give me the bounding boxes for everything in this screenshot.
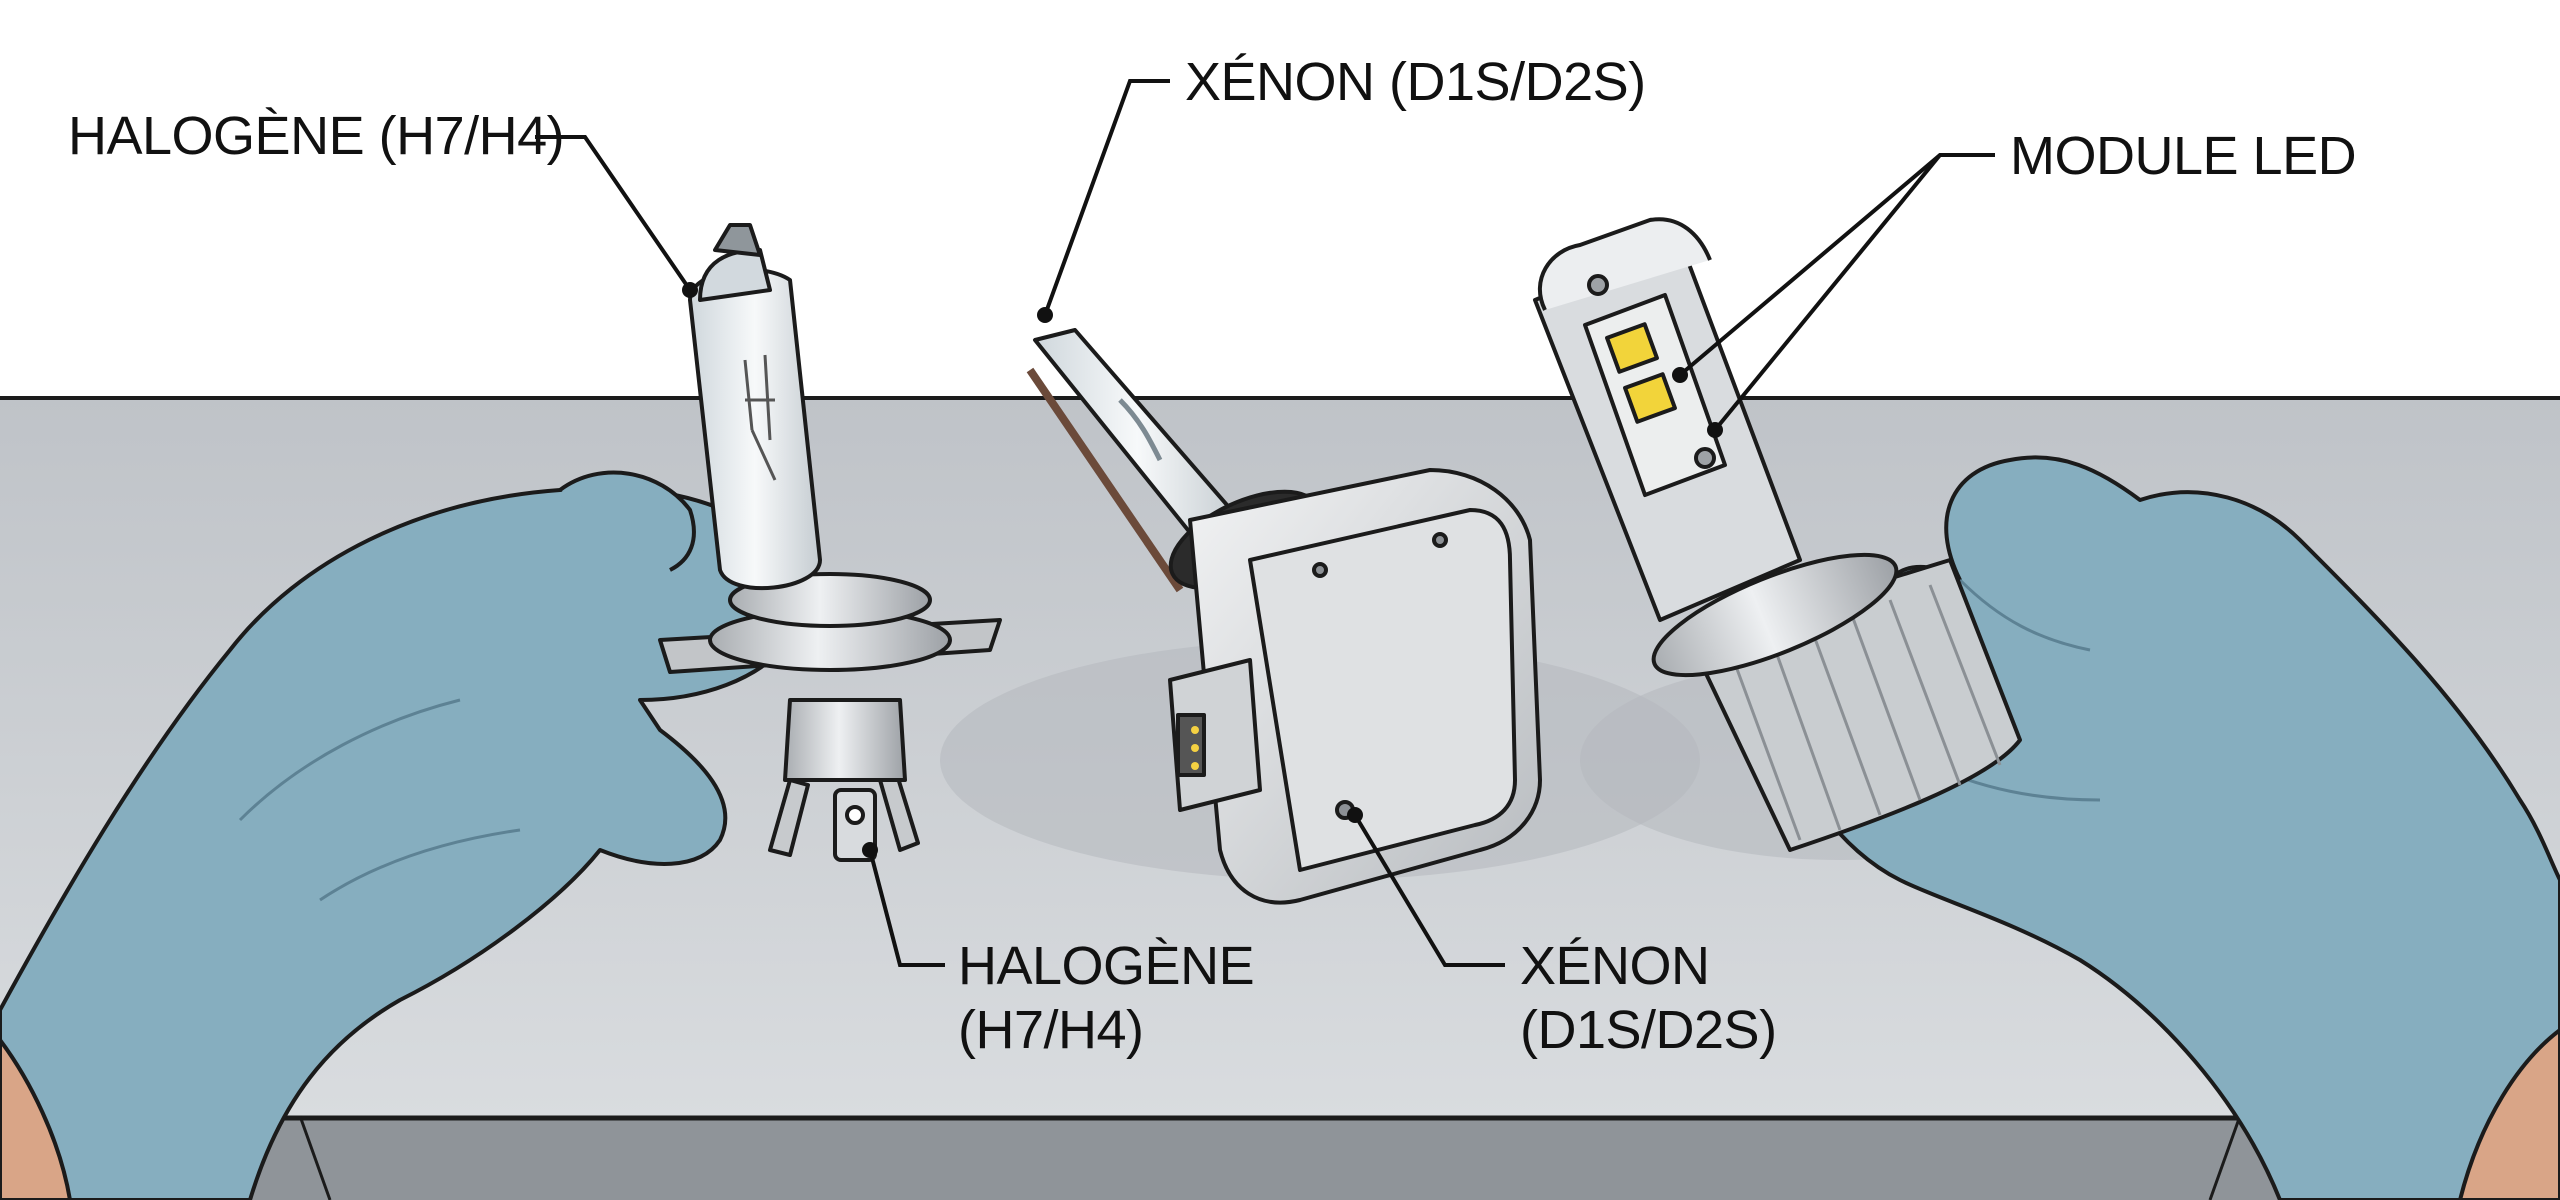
leader-led-chip-1 bbox=[1678, 153, 1995, 377]
led-module bbox=[1533, 217, 2022, 852]
halogen-bulb bbox=[658, 223, 1002, 862]
label-halogen-bottom: HALOGÈNE (H7/H4) bbox=[958, 934, 1255, 1062]
leader-xenon-bottom bbox=[1353, 813, 1505, 967]
leader-led-chip-2 bbox=[1713, 153, 1942, 432]
label-xenon-top: XÉNON (D1S/D2S) bbox=[1185, 52, 1646, 112]
leader-halogen-top bbox=[535, 135, 692, 292]
label-xenon-bottom-line1: XÉNON bbox=[1520, 936, 1710, 996]
left-gloved-hand bbox=[0, 470, 809, 1200]
right-gloved-hand bbox=[1796, 455, 2560, 1200]
xenon-bulb bbox=[1026, 328, 1542, 905]
label-xenon-bottom-line2: (D1S/D2S) bbox=[1520, 1000, 1777, 1060]
label-halogen-bottom-line2: (H7/H4) bbox=[958, 1000, 1144, 1060]
label-halogen-bottom-line1: HALOGÈNE bbox=[958, 936, 1255, 996]
leader-halogen-bottom bbox=[868, 849, 945, 967]
leader-xenon-top bbox=[1043, 79, 1170, 316]
label-led-module: MODULE LED bbox=[2010, 126, 2357, 186]
callout-leader-lines bbox=[535, 79, 1995, 967]
label-xenon-bottom: XÉNON (D1S/D2S) bbox=[1520, 934, 1777, 1062]
label-halogen-top: HALOGÈNE (H7/H4) bbox=[68, 106, 565, 166]
